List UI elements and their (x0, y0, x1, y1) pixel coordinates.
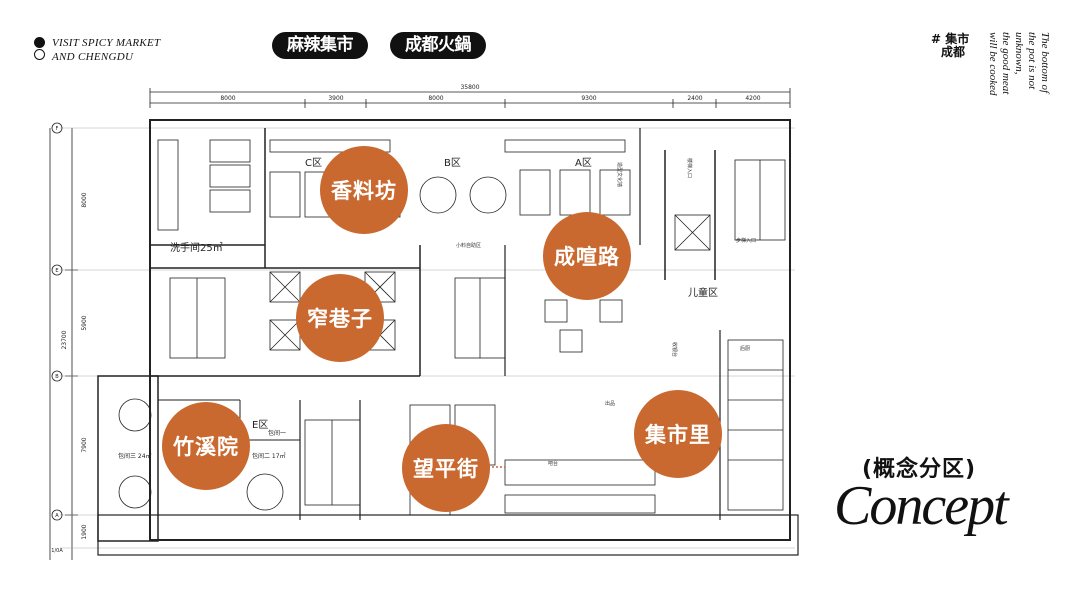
zone-wangping-street: 望平街 (402, 424, 490, 512)
grid-label: E (55, 268, 58, 274)
tagline-line2: AND CHENGDU (52, 51, 134, 63)
vertical-tagline-line: The bottom of (1039, 32, 1051, 94)
plan-note: 造型文化墙 (616, 162, 623, 187)
area-label: A区 (575, 157, 592, 169)
plan-note: 步梯入口 (736, 237, 756, 244)
dimension-top: 2400 (687, 95, 702, 102)
concept-subtitle: (概念分区) (862, 457, 977, 482)
brand-header: VISIT SPICY MARKET AND CHENGDU (34, 36, 160, 64)
dimension-left-total: 23700 (61, 330, 68, 349)
area-label: E区 (252, 419, 268, 431)
room-label: 包间二 17㎡ (252, 452, 286, 460)
dimension-top: 9300 (581, 95, 596, 102)
dimension-top: 4200 (745, 95, 760, 102)
grid-label: 1/0A (51, 548, 63, 554)
area-label: C区 (305, 157, 322, 169)
dimension-total: 35800 (460, 84, 479, 91)
area-label: 儿童区 (688, 286, 718, 299)
dimension-top: 3900 (328, 95, 343, 102)
room-label: 洗手间25㎡ (170, 241, 223, 254)
dimension-left: 1900 (81, 524, 88, 539)
grid-label: B (55, 374, 59, 380)
dimension-left: 8000 (81, 192, 88, 207)
grid-label: F (56, 126, 59, 132)
pill-chengdu-hotpot: 成都火鍋 (390, 32, 486, 59)
tag-line1: # 集市 (931, 32, 970, 46)
concept-title: Concept (834, 475, 1009, 537)
zone-bamboo-courtyard: 竹溪院 (162, 402, 250, 490)
grid-label: A (55, 513, 59, 519)
pill-spicy-market: 麻辣集市 (272, 32, 368, 59)
dimension-top: 8000 (220, 95, 235, 102)
zone-narrow-alley: 窄巷子 (296, 274, 384, 362)
tagline-line1: VISIT SPICY MARKET (52, 37, 161, 49)
plan-note: 小料自助区 (456, 242, 481, 249)
vertical-tagline-line: will be cooked (987, 32, 999, 96)
plan-note: 出品 (605, 400, 615, 407)
vertical-tagline-line: the pot is not (1026, 32, 1038, 90)
zone-spice-workshop: 香料坊 (320, 146, 408, 234)
vertical-tagline-line: the good meat (1000, 32, 1012, 95)
plan-note: 后厨 (740, 345, 750, 352)
zone-market-lane: 集市里 (634, 390, 722, 478)
brand-tagline: VISIT SPICY MARKET AND CHENGDU (52, 36, 160, 64)
dimension-left: 7900 (81, 437, 88, 452)
plan-note: 吧台 (548, 460, 558, 467)
area-label: B区 (444, 157, 461, 169)
plan-note: 收银台 (671, 342, 678, 357)
dimension-left: 5900 (81, 315, 88, 330)
top-right-tag: # 集市 成都 (931, 33, 969, 59)
dimension-top: 8000 (428, 95, 443, 102)
zone-chengxuan-road: 成喧路 (543, 212, 631, 300)
plan-note: 楼梯入口 (686, 158, 693, 178)
room-label: 包间一 (268, 429, 286, 437)
tag-line2: 成都 (941, 45, 966, 59)
vertical-tagline-line: unknown, (1013, 32, 1025, 75)
room-label: 包间三 24㎡ (118, 452, 152, 460)
brand-mark-icon (34, 37, 46, 60)
